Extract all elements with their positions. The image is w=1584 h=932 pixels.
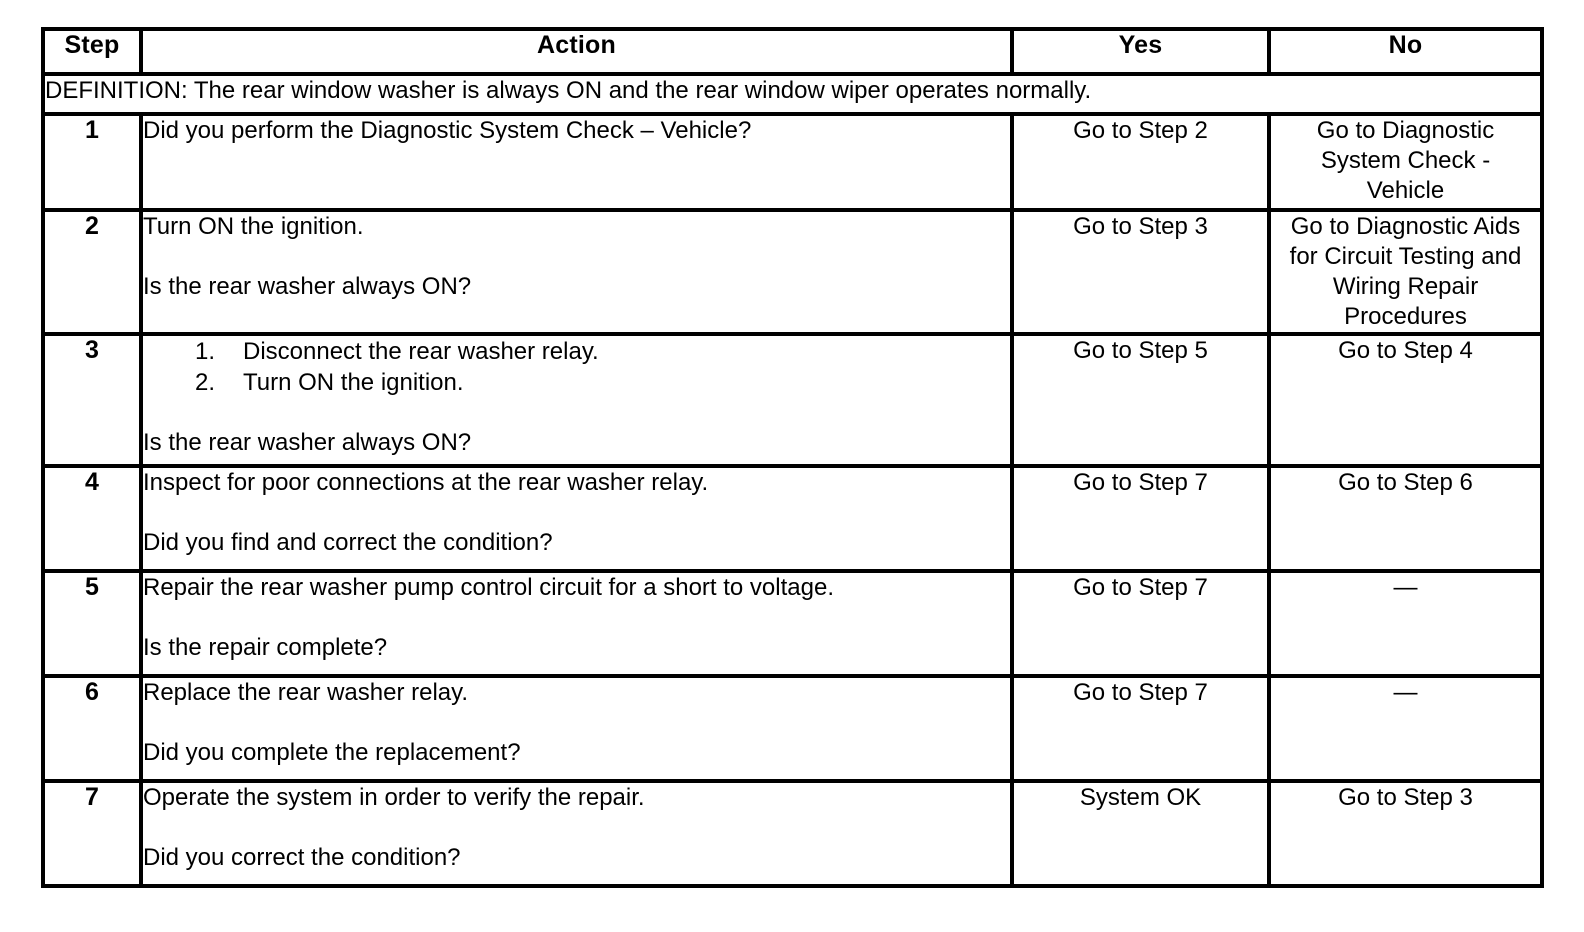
step-action-cell: 1. Disconnect the rear washer relay. 2. … xyxy=(139,332,1014,468)
step-number: 1 xyxy=(41,112,143,212)
table-row: 7 Operate the system in order to verify … xyxy=(41,779,1544,888)
table-row: 6 Replace the rear washer relay. Did you… xyxy=(41,674,1544,783)
action-question-text: Is the rear washer always ON? xyxy=(143,429,472,456)
step-action-cell: Turn ON the ignition. Is the rear washer… xyxy=(139,208,1014,336)
step-number: 3 xyxy=(41,332,143,468)
action-spacer xyxy=(143,814,150,841)
action-spacer xyxy=(143,243,150,270)
substep-number: 2. xyxy=(195,369,216,396)
no-answer-line: Wiring Repair xyxy=(1332,273,1479,300)
action-question-text: Is the repair complete? xyxy=(143,634,388,661)
substep-text: Disconnect the rear washer relay. xyxy=(243,338,599,365)
no-answer-line: Go to Diagnostic Aids xyxy=(1290,213,1521,240)
column-header-step: Step xyxy=(41,27,143,76)
step-action-cell: Inspect for poor connections at the rear… xyxy=(139,464,1014,573)
yes-answer-cell: Go to Step 7 xyxy=(1010,674,1271,783)
step-action-cell: Did you perform the Diagnostic System Ch… xyxy=(139,112,1014,212)
substep-number: 1. xyxy=(195,338,216,365)
action-spacer xyxy=(143,399,150,426)
yes-answer-cell: Go to Step 5 xyxy=(1010,332,1271,468)
action-lead-text: Replace the rear washer relay. xyxy=(143,679,469,706)
action-substep-item: 1. Disconnect the rear washer relay. xyxy=(143,336,1010,367)
action-question-text: Did you correct the condition? xyxy=(143,844,461,871)
definition-row: DEFINITION: The rear window washer is al… xyxy=(41,72,1544,116)
action-substep-list: 1. Disconnect the rear washer relay. 2. … xyxy=(143,336,1010,398)
yes-answer-cell: Go to Step 7 xyxy=(1010,569,1271,678)
step-number: 6 xyxy=(41,674,143,783)
no-answer-cell: Go to Diagnostic System Check - Vehicle xyxy=(1267,112,1544,212)
action-substep-item: 2. Turn ON the ignition. xyxy=(143,367,1010,398)
action-lead-text: Did you perform the Diagnostic System Ch… xyxy=(143,117,752,144)
table-body: DEFINITION: The rear window washer is al… xyxy=(41,72,1544,888)
step-action-cell: Operate the system in order to verify th… xyxy=(139,779,1014,888)
table-row: 5 Repair the rear washer pump control ci… xyxy=(41,569,1544,678)
no-answer-cell: Go to Diagnostic Aids for Circuit Testin… xyxy=(1267,208,1544,336)
action-lead-text: Operate the system in order to verify th… xyxy=(143,784,645,811)
step-number: 2 xyxy=(41,208,143,336)
no-answer-cell: Go to Step 6 xyxy=(1267,464,1544,573)
table-row: 1 Did you perform the Diagnostic System … xyxy=(41,112,1544,212)
no-answer-line: Vehicle xyxy=(1366,177,1445,204)
no-answer-cell: Go to Step 4 xyxy=(1267,332,1544,468)
column-header-action: Action xyxy=(139,27,1014,76)
action-spacer xyxy=(143,604,150,631)
yes-answer-cell: Go to Step 3 xyxy=(1010,208,1271,336)
definition-text: DEFINITION: The rear window washer is al… xyxy=(41,72,1544,116)
step-action-cell: Replace the rear washer relay. Did you c… xyxy=(139,674,1014,783)
no-answer-cell: — xyxy=(1267,569,1544,678)
action-question-text: Is the rear washer always ON? xyxy=(143,273,472,300)
step-action-cell: Repair the rear washer pump control circ… xyxy=(139,569,1014,678)
step-number: 4 xyxy=(41,464,143,573)
action-lead-text: Inspect for poor connections at the rear… xyxy=(143,469,709,496)
action-lead-text: Turn ON the ignition. xyxy=(143,213,364,240)
action-lead-text: Repair the rear washer pump control circ… xyxy=(143,574,834,601)
action-question-text: Did you find and correct the condition? xyxy=(143,529,553,556)
yes-answer-cell: Go to Step 2 xyxy=(1010,112,1271,212)
diagnostic-table-wrapper: Step Action Yes No DEFINITION: The rear … xyxy=(41,27,1544,888)
table-row: 3 1. Disconnect the rear washer relay. 2… xyxy=(41,332,1544,468)
no-answer-cell: — xyxy=(1267,674,1544,783)
yes-answer-cell: System OK xyxy=(1010,779,1271,888)
no-answer-cell: Go to Step 3 xyxy=(1267,779,1544,888)
table-header-row: Step Action Yes No xyxy=(41,27,1544,76)
table-row: 4 Inspect for poor connections at the re… xyxy=(41,464,1544,573)
column-header-yes: Yes xyxy=(1010,27,1271,76)
action-spacer xyxy=(143,709,150,736)
action-spacer xyxy=(143,499,150,526)
no-answer-line: Go to Diagnostic xyxy=(1316,117,1495,144)
yes-answer-cell: Go to Step 7 xyxy=(1010,464,1271,573)
step-number: 5 xyxy=(41,569,143,678)
step-number: 7 xyxy=(41,779,143,888)
action-question-text: Did you complete the replacement? xyxy=(143,739,521,766)
no-answer-line: for Circuit Testing and xyxy=(1289,243,1522,270)
column-header-no: No xyxy=(1267,27,1544,76)
diagnostic-procedure-table: Step Action Yes No DEFINITION: The rear … xyxy=(41,27,1544,888)
substep-text: Turn ON the ignition. xyxy=(243,369,464,396)
table-row: 2 Turn ON the ignition. Is the rear wash… xyxy=(41,208,1544,336)
no-answer-line: System Check - xyxy=(1320,147,1491,174)
no-answer-line: Procedures xyxy=(1344,303,1467,330)
